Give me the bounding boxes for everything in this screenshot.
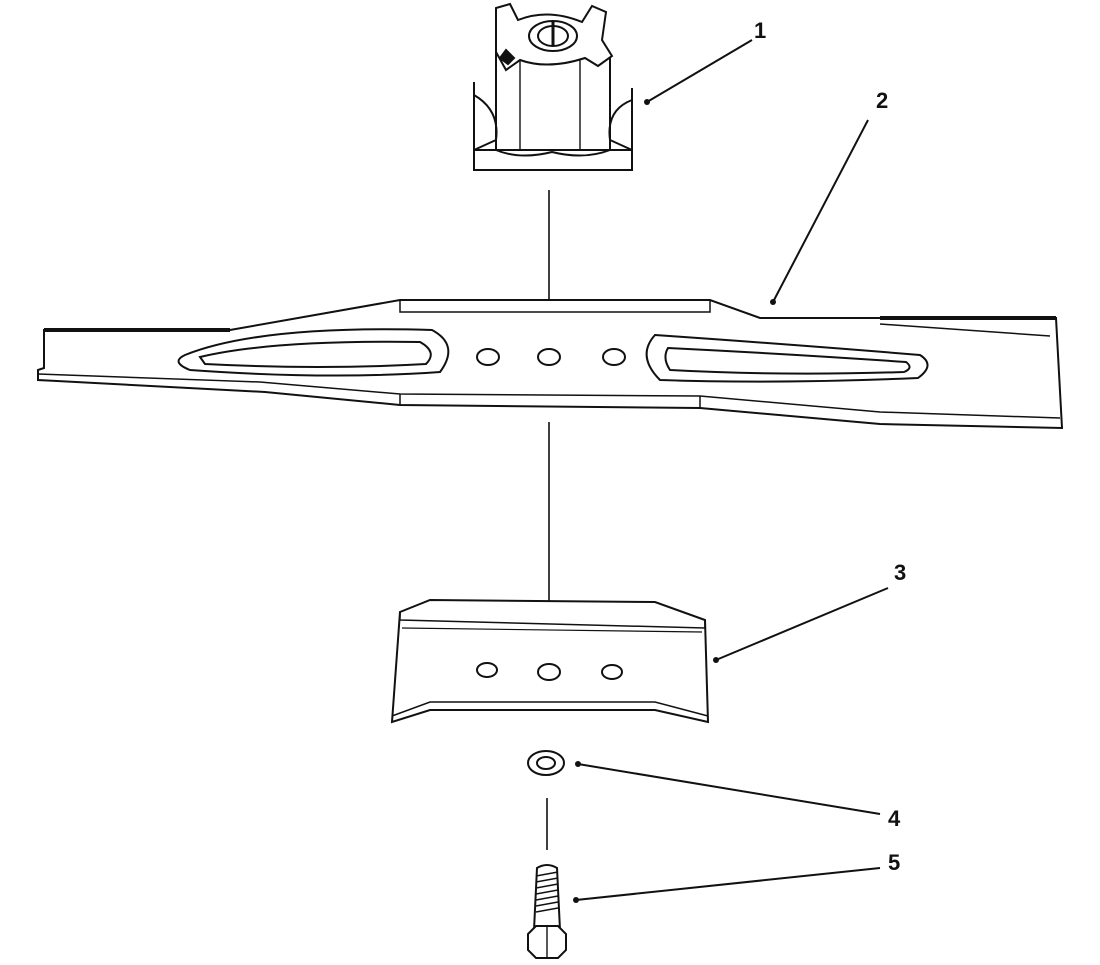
leader-line-4	[577, 763, 881, 815]
bolt[interactable]	[527, 864, 567, 959]
washer[interactable]	[527, 750, 565, 776]
callout-4: 4	[888, 806, 901, 831]
leader-line-5	[575, 867, 881, 901]
blade-adapter[interactable]	[473, 2, 633, 171]
callout-1: 1	[754, 18, 766, 43]
blade-stiffener-plate[interactable]	[390, 598, 710, 724]
callout-3: 3	[894, 560, 906, 585]
leader-line-2	[772, 119, 869, 303]
leader-line-1	[646, 39, 753, 103]
leader-dots	[573, 99, 776, 903]
leader-lines	[575, 39, 889, 901]
leader-line-3	[715, 587, 889, 661]
mower-blade[interactable]	[37, 299, 1064, 430]
callout-2: 2	[876, 88, 888, 113]
callout-5: 5	[888, 850, 900, 875]
